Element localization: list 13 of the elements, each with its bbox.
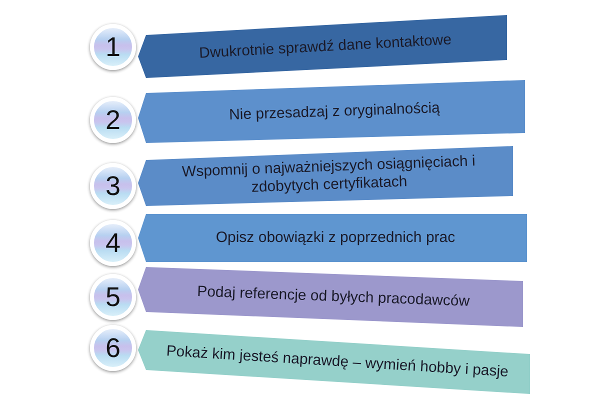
step-number: 6 — [105, 334, 121, 362]
step-number: 5 — [105, 284, 121, 310]
step-text: Opisz obowiązki z poprzednich prac — [216, 229, 456, 247]
step-text: Wspomnij o najważniejszych osiągnięciach i zdobytych certyfikatach — [180, 152, 476, 198]
step-text: Nie przesadzaj z oryginalnością — [228, 98, 440, 124]
step-text: Podaj referencje od byłych pracodawców — [196, 283, 470, 311]
step-text: Dwukrotnie sprawdź dane kontaktowe — [198, 30, 452, 62]
step-text: Pokaż kim jesteś naprawdę – wymień hobby i pasje — [165, 342, 509, 382]
step-number: 2 — [105, 106, 121, 134]
step-banner — [138, 214, 527, 262]
step-number: 4 — [105, 230, 121, 256]
step-number: 3 — [105, 172, 121, 200]
step-number: 1 — [105, 34, 121, 60]
